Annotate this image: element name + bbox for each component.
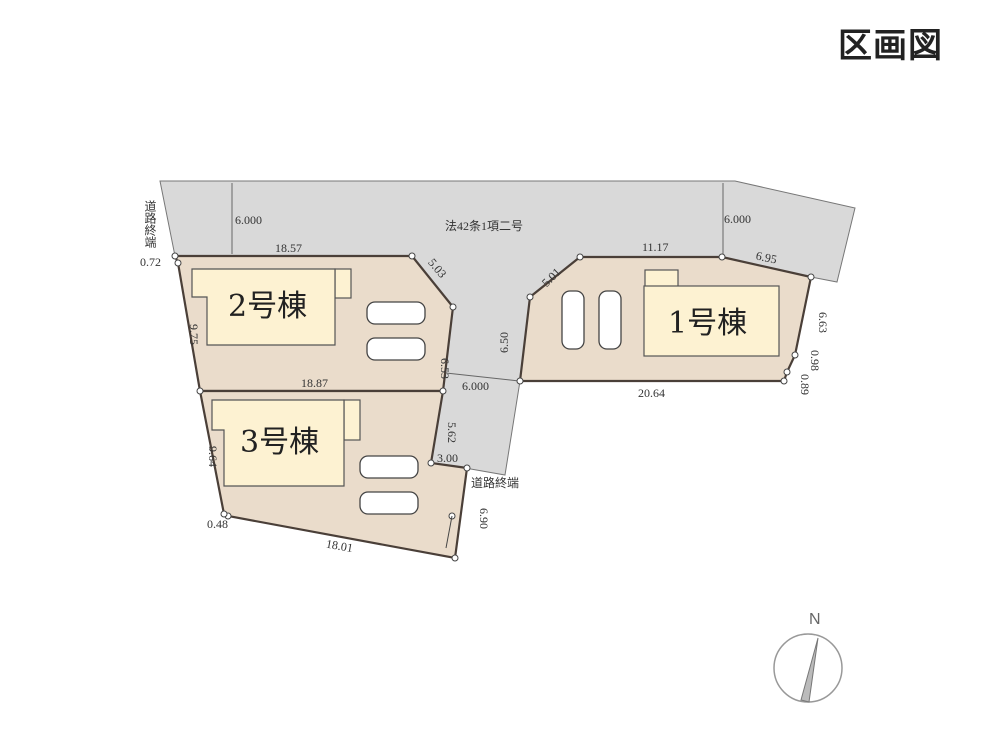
road-width-label: 6.000 [235, 213, 262, 227]
dim-label: 18.01 [325, 537, 354, 555]
car-icon [366, 301, 426, 325]
car-icon [561, 290, 585, 350]
building-1: 1号棟 [643, 269, 780, 357]
road-width-label: 6.000 [724, 212, 751, 226]
dim-label: 5.62 [445, 422, 459, 443]
road-end-label: 道路終端 [143, 200, 157, 249]
building-label: 3号棟 [240, 425, 319, 460]
building-3: 3号棟 [211, 399, 361, 487]
boundary-marker-line [445, 515, 453, 549]
dim-label: 6.53 [438, 358, 452, 379]
dim-label: 0.98 [808, 350, 822, 371]
parking-cars [359, 290, 622, 515]
dim-label: 20.64 [638, 386, 665, 400]
dim-label: 0.48 [207, 517, 228, 531]
compass-north-label: N [809, 611, 821, 628]
dim-label: 6.50 [497, 332, 511, 353]
road-width-line [445, 372, 520, 382]
car-icon [366, 337, 426, 361]
dim-label: 3.00 [437, 451, 458, 465]
dim-label: 0.89 [798, 374, 812, 395]
north-compass-icon: N [773, 611, 843, 703]
dim-label: 18.87 [301, 376, 328, 390]
car-icon [359, 455, 419, 479]
car-icon [359, 491, 419, 515]
road-label: 法42条1項二号 [445, 219, 523, 233]
car-icon [598, 290, 622, 350]
dim-label: 6.90 [477, 508, 491, 529]
dim-label: 0.72 [140, 255, 161, 269]
dim-label: 18.57 [275, 241, 302, 255]
building-2: 2号棟 [191, 268, 352, 346]
dim-label: 9.75 [187, 324, 201, 345]
building-label: 1号棟 [668, 306, 747, 341]
dim-label: 6.95 [755, 249, 778, 267]
dim-label: 6.63 [816, 312, 830, 333]
dim-label: 11.17 [642, 240, 669, 254]
road-end-label: 道路終端 [471, 475, 519, 490]
road-width-label: 6.000 [462, 379, 489, 393]
page-title: 区画図 [838, 26, 943, 66]
dim-label: 9.64 [206, 446, 220, 467]
building-label: 2号棟 [228, 289, 307, 324]
boundary-points [171, 252, 815, 562]
